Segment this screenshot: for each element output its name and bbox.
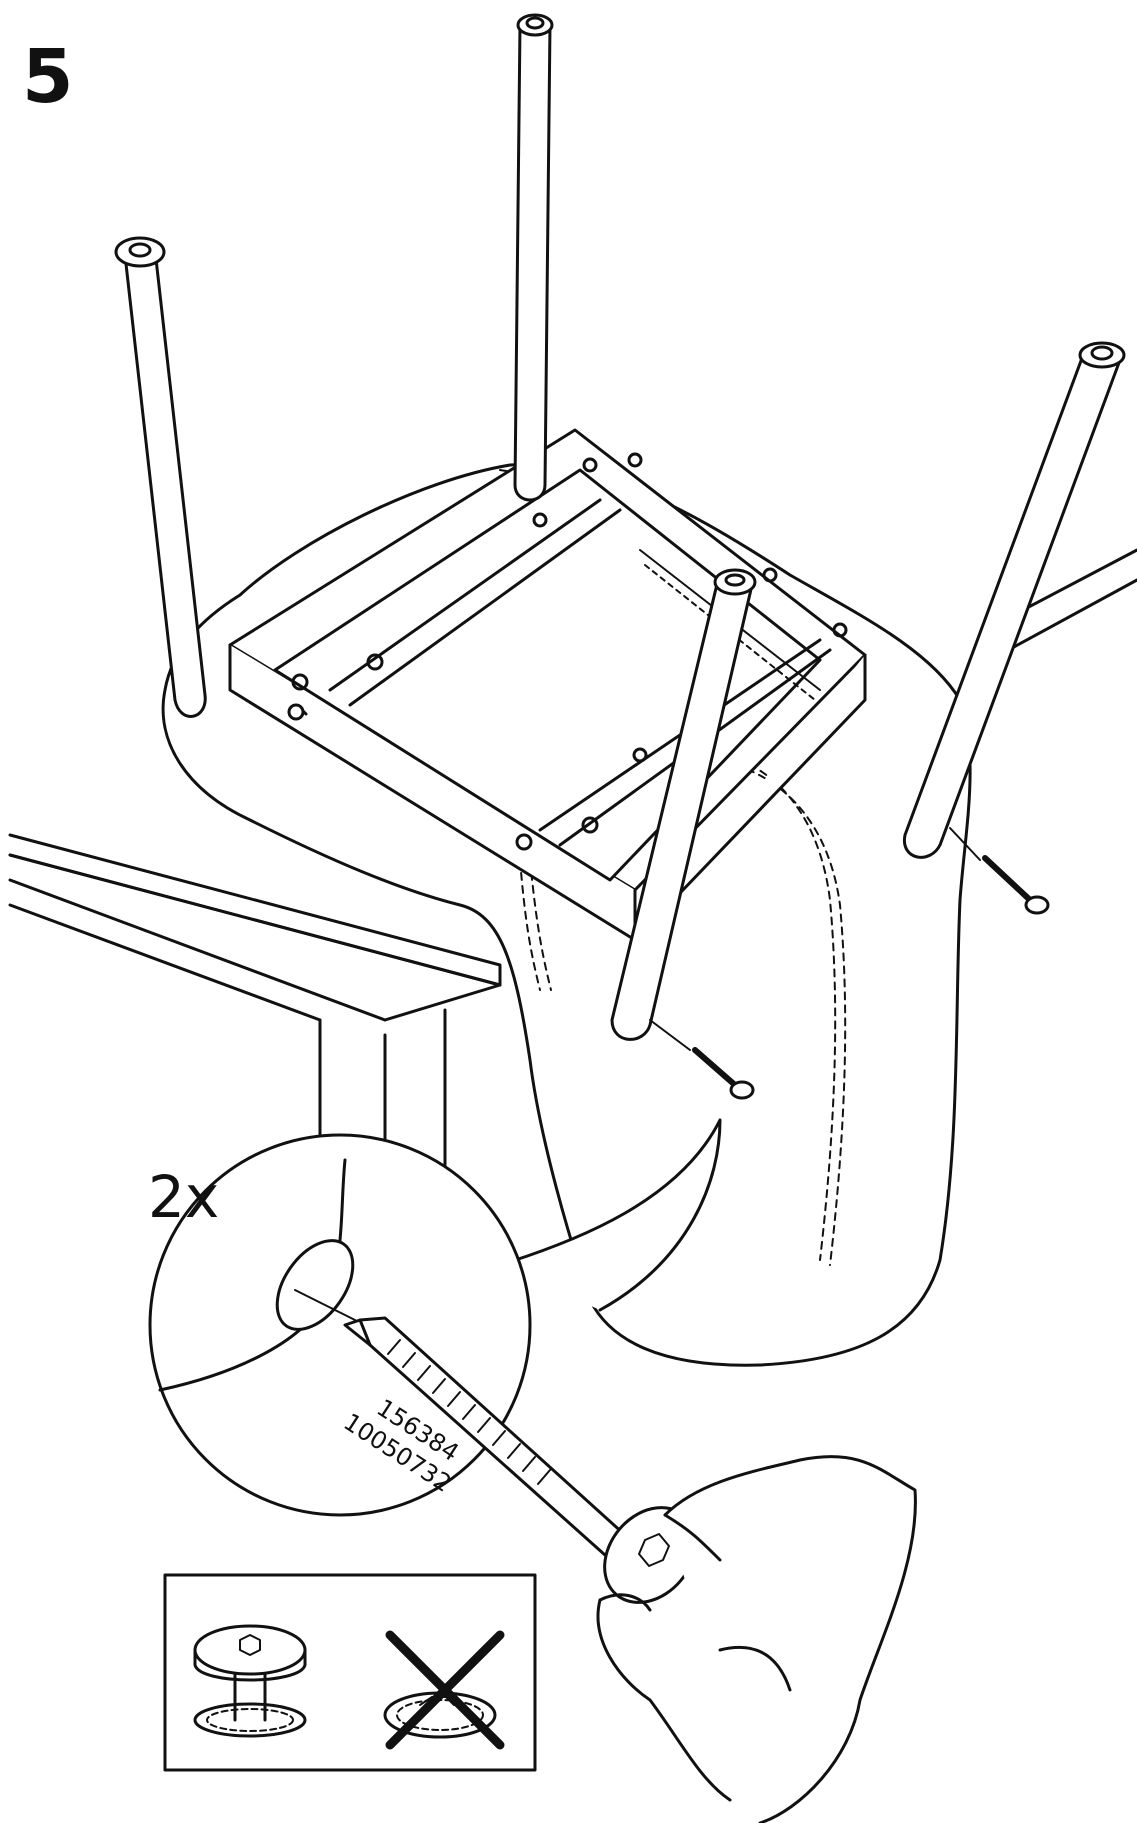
chair-leg-back-left: [114, 236, 207, 718]
chair-leg-front-right: [903, 341, 1126, 859]
bolt-illustration-left: [649, 1019, 755, 1100]
detail-zoom-circle: [148, 1133, 697, 1604]
chair-leg-front-left: [610, 568, 757, 1041]
overtightened-bolt-crossed-icon: [383, 1630, 505, 1750]
table-illustration: [8, 548, 1137, 1187]
tightening-guidance-box: [163, 1573, 537, 1772]
step-number: 5: [22, 34, 74, 120]
callout-pointer: [498, 1118, 722, 1312]
chair-leg-back-right: [513, 13, 554, 502]
hand-illustration: [596, 1455, 917, 1823]
flush-bolt-head-icon: [193, 1624, 307, 1738]
quantity-label: 2x: [148, 1163, 220, 1231]
bolt-illustration-right: [949, 827, 1050, 915]
